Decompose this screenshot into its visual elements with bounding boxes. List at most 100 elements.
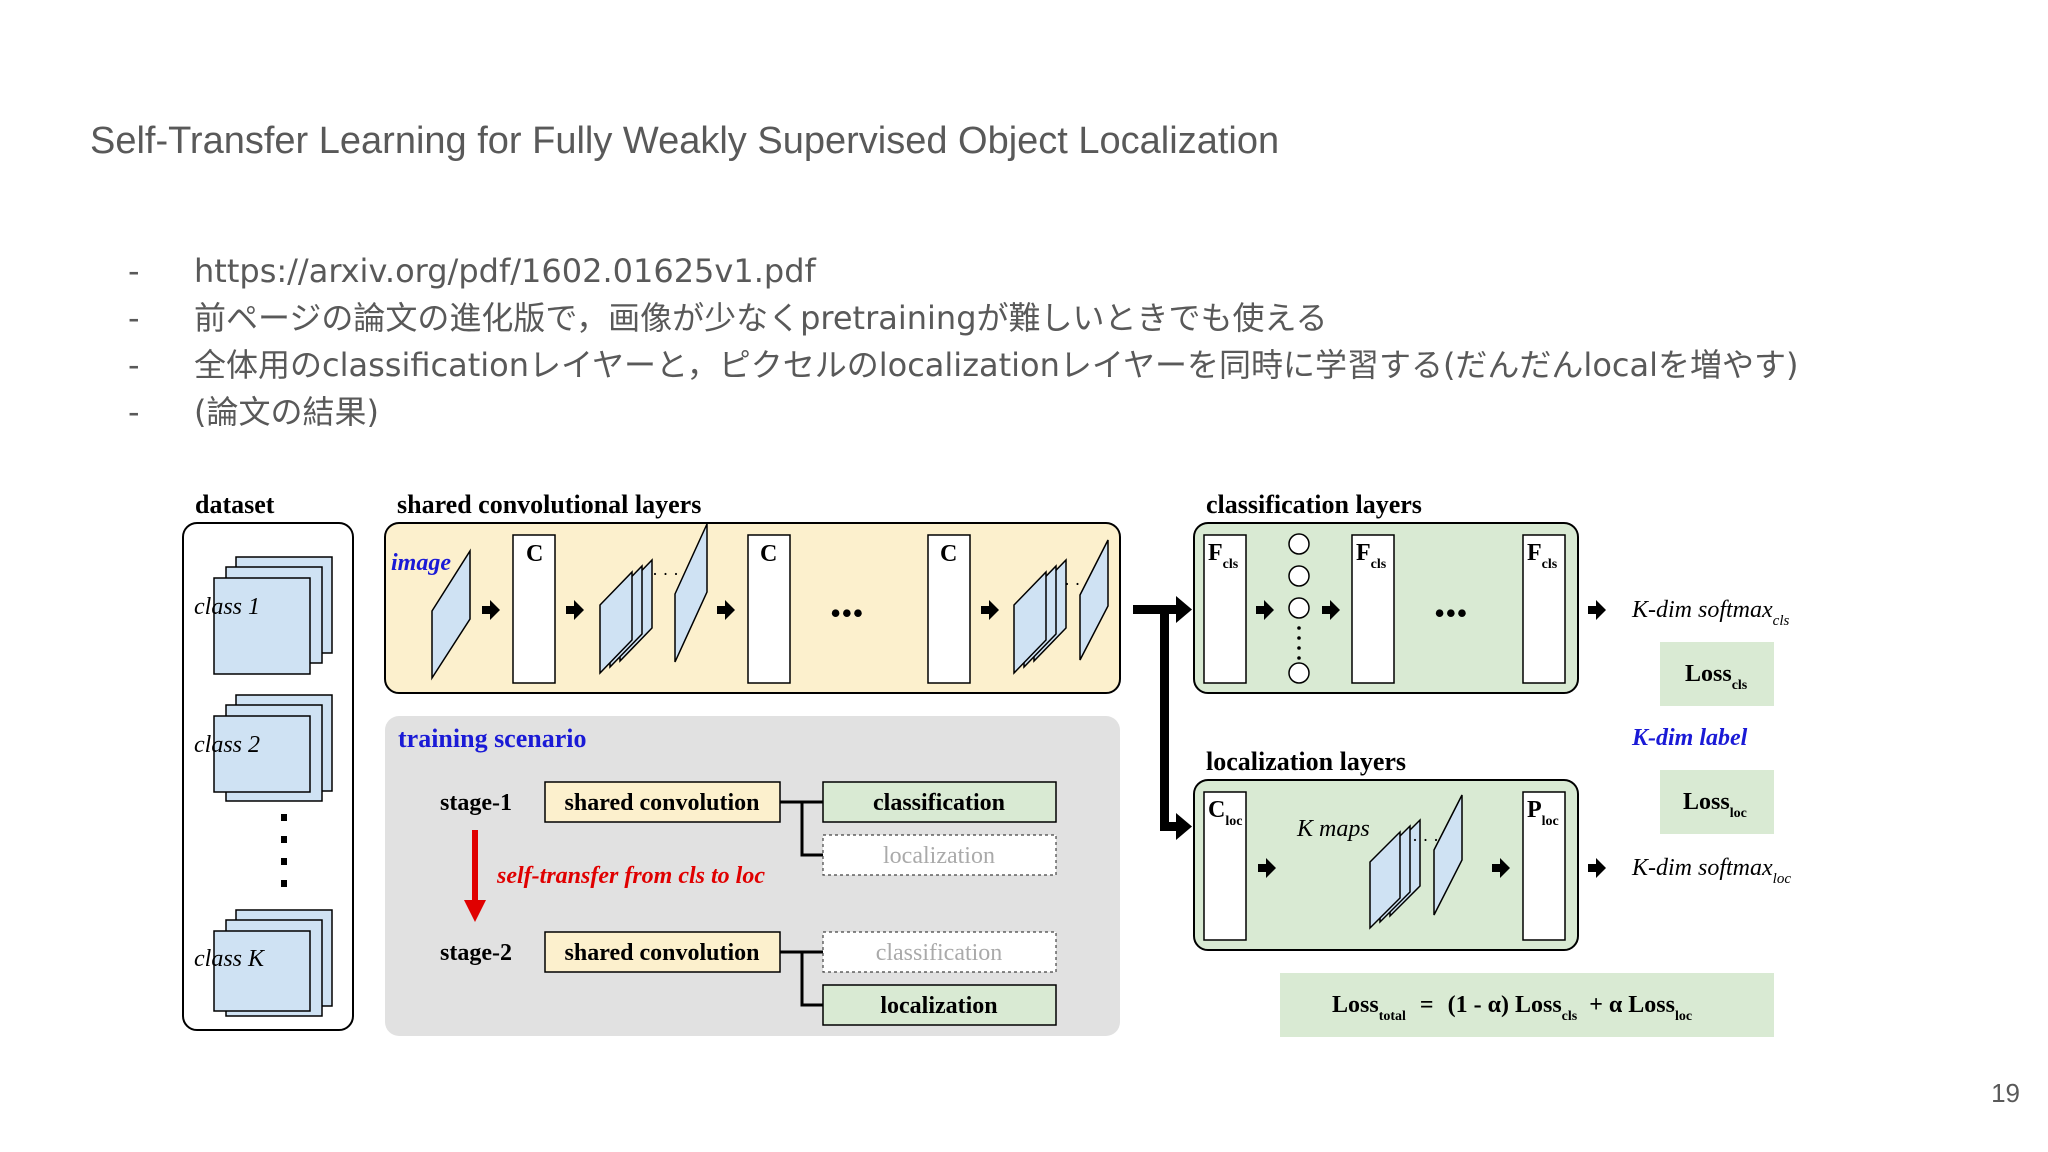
bullet-item: - 全体用のclassificationレイヤーと，ピクセルのlocalizati… bbox=[128, 342, 1798, 389]
stage-2-localization-label: localization bbox=[880, 993, 997, 1019]
fc-sub: cls bbox=[1371, 557, 1387, 572]
fc-letter: F bbox=[1208, 540, 1223, 566]
loss-sub: loc bbox=[1675, 1009, 1692, 1024]
bullet-marker: - bbox=[128, 299, 140, 337]
feature-map-stack-1 bbox=[599, 558, 653, 675]
softmax-loc-label: K-dim softmaxloc bbox=[1631, 855, 1791, 887]
fc-layer-2 bbox=[1351, 534, 1395, 684]
loss-sub: cls bbox=[1562, 1009, 1578, 1024]
bullet-marker: - bbox=[128, 346, 140, 384]
class-k-stack bbox=[213, 909, 333, 1017]
vertical-dots bbox=[281, 814, 287, 887]
stage-2-connector bbox=[780, 950, 823, 1007]
feature-map-single-1 bbox=[674, 523, 708, 663]
fc-layer-1 bbox=[1203, 534, 1247, 684]
stage-2-localization bbox=[822, 984, 1057, 1026]
class-1-label: class 1 bbox=[194, 594, 260, 620]
loss-text: Loss bbox=[1332, 992, 1379, 1018]
conv-loc-sub: loc bbox=[1225, 814, 1242, 829]
stage-1-localization-label: localization bbox=[883, 843, 995, 869]
ellipsis-dots: ••• bbox=[830, 595, 864, 631]
softmax-text: K-dim softmax bbox=[1631, 855, 1773, 881]
stage-1-shared-label: shared convolution bbox=[565, 790, 760, 816]
softmax-cls-label: K-dim softmaxcls bbox=[1631, 597, 1789, 629]
bullet-text: 前ページの論文の進化版で，画像が少なくpretrainingが難しいときでも使え… bbox=[194, 299, 1328, 337]
bullet-item: - 前ページの論文の進化版で，画像が少なくpretrainingが難しいときでも使… bbox=[128, 295, 1798, 342]
k-map-single bbox=[1433, 794, 1463, 916]
pool-loc-layer bbox=[1522, 791, 1566, 941]
class-2-label: class 2 bbox=[194, 732, 260, 758]
k-maps-label: K maps bbox=[1296, 816, 1370, 842]
ellipsis-dots: ••• bbox=[1434, 595, 1468, 631]
bullet-text: 全体用のclassificationレイヤーと，ピクセルのlocalizatio… bbox=[194, 346, 1799, 384]
k-maps-stack bbox=[1369, 818, 1421, 930]
softmax-sub: loc bbox=[1773, 871, 1792, 887]
loss-total-formula: Losstotal=(1 - α) Losscls+ α Lossloc bbox=[1332, 992, 1692, 1024]
one-minus-alpha: (1 - α) Loss bbox=[1448, 992, 1562, 1018]
conv-layer-2 bbox=[747, 534, 791, 684]
arrow-icon bbox=[1588, 600, 1606, 620]
loss-loc-label: Lossloc bbox=[1683, 789, 1747, 821]
shared-heading: shared convolutional layers bbox=[397, 490, 701, 519]
arrow-icon bbox=[1588, 858, 1606, 878]
class-k-label: class K bbox=[194, 946, 266, 972]
softmax-sub: cls bbox=[1773, 613, 1790, 629]
loss-total-box bbox=[1280, 973, 1774, 1037]
bullet-item: - (論文の結果) bbox=[128, 389, 1798, 436]
class-1-stack bbox=[213, 556, 333, 675]
stage-2-shared-label: shared convolution bbox=[565, 940, 760, 966]
bullet-marker: - bbox=[128, 252, 140, 290]
stage-2-classification-label: classification bbox=[876, 940, 1003, 966]
stage-1-classification-label: classification bbox=[873, 790, 1005, 816]
pool-loc-label: Ploc bbox=[1527, 797, 1559, 829]
classification-heading: classification layers bbox=[1206, 490, 1422, 519]
conv-loc-letter: C bbox=[1208, 797, 1225, 823]
loss-text: Loss bbox=[1683, 789, 1730, 815]
fc-label-1: Fcls bbox=[1208, 540, 1239, 572]
small-dots: · · · bbox=[1412, 830, 1439, 850]
fc-label-3: Fcls bbox=[1527, 540, 1558, 572]
softmax-text: K-dim softmax bbox=[1631, 597, 1773, 623]
branch-connector bbox=[1133, 596, 1192, 840]
k-dim-label: K-dim label bbox=[1631, 725, 1748, 751]
conv-layer-3 bbox=[927, 534, 971, 684]
feature-map-single-2 bbox=[1079, 539, 1109, 661]
bullet-text: (論文の結果) bbox=[194, 393, 379, 431]
fc-layer-3 bbox=[1522, 534, 1566, 684]
transfer-label: self-transfer from cls to loc bbox=[496, 863, 765, 889]
fc-sub: cls bbox=[1542, 557, 1558, 572]
class-2-stack bbox=[213, 694, 333, 802]
loss-text: Loss bbox=[1685, 661, 1732, 687]
pool-loc-sub: loc bbox=[1542, 814, 1559, 829]
loss-sub: cls bbox=[1732, 678, 1748, 693]
equals: = bbox=[1420, 992, 1434, 1018]
transfer-arrow bbox=[464, 830, 486, 922]
fc-letter: F bbox=[1356, 540, 1371, 566]
conv-loc-label: Cloc bbox=[1208, 797, 1242, 829]
neuron-column bbox=[1288, 533, 1310, 684]
loss-cls-label: Losscls bbox=[1685, 661, 1748, 693]
stage-1-connector bbox=[780, 800, 823, 857]
plus-alpha: + α Loss bbox=[1589, 992, 1675, 1018]
pool-loc-letter: P bbox=[1527, 797, 1542, 823]
neuron-dots bbox=[1297, 626, 1301, 660]
stage-1-localization bbox=[822, 834, 1057, 876]
fc-label-2: Fcls bbox=[1356, 540, 1387, 572]
stage-2-shared bbox=[544, 931, 781, 973]
bullet-item: -https://arxiv.org/pdf/1602.01625v1.pdf bbox=[128, 248, 1798, 295]
bullet-marker: - bbox=[128, 393, 140, 431]
input-image-layer bbox=[431, 548, 471, 681]
bullet-list: -https://arxiv.org/pdf/1602.01625v1.pdf … bbox=[128, 248, 1798, 436]
localization-heading: localization layers bbox=[1206, 747, 1406, 776]
loss-loc-box bbox=[1660, 770, 1774, 834]
conv-loc-layer bbox=[1203, 791, 1247, 941]
stage-1-label: stage-1 bbox=[440, 790, 512, 816]
stage-2-label: stage-2 bbox=[440, 940, 512, 966]
conv-layer-1 bbox=[512, 534, 556, 684]
image-label: image bbox=[391, 550, 451, 576]
feature-map-stack-2 bbox=[1013, 558, 1067, 675]
dataset-heading: dataset bbox=[195, 490, 275, 519]
training-heading: training scenario bbox=[398, 724, 587, 753]
conv-label-3: C bbox=[940, 541, 957, 567]
